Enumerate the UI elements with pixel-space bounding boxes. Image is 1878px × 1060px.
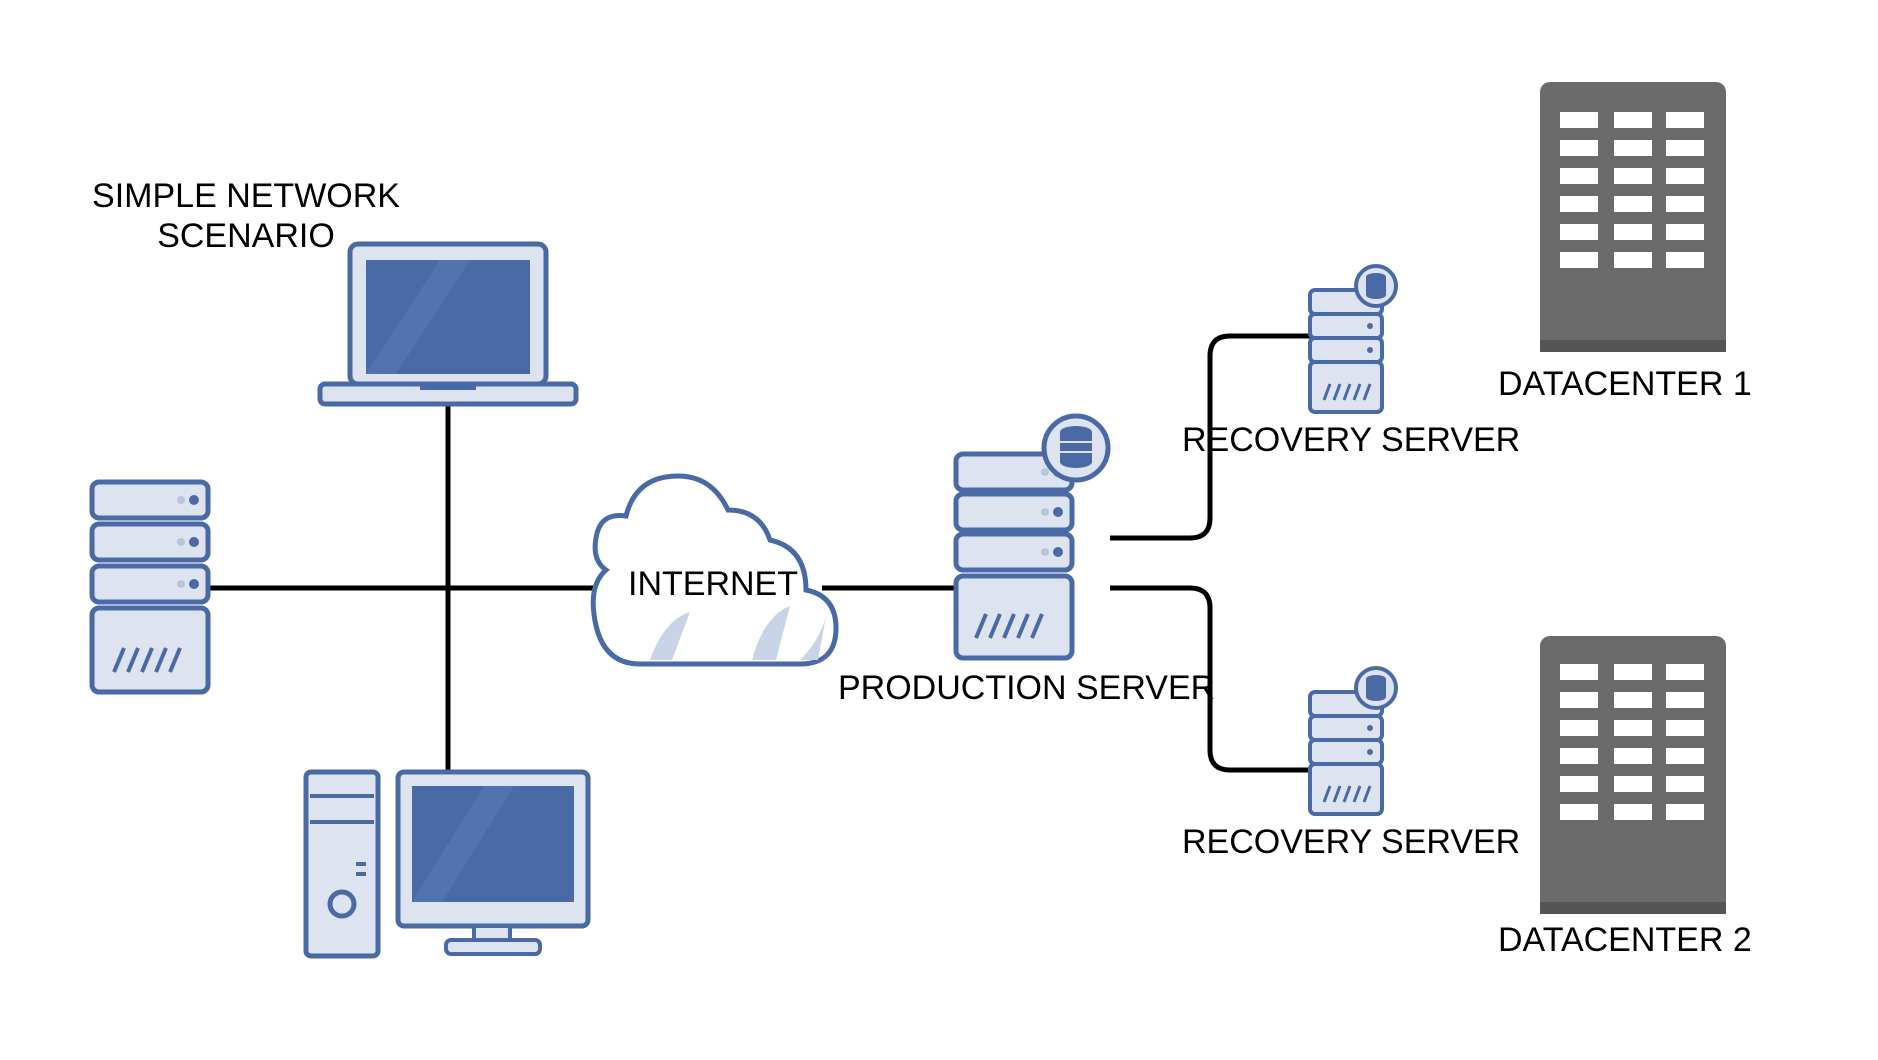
datacenter-window	[1560, 112, 1598, 128]
datacenter-window	[1666, 776, 1704, 792]
internet-label: INTERNET	[628, 565, 798, 603]
datacenter-window	[1560, 224, 1598, 240]
datacenter-1-label: DATACENTER 1	[1498, 365, 1752, 403]
recovery-server-2-label: RECOVERY SERVER	[1182, 823, 1521, 861]
datacenter-window	[1614, 196, 1652, 212]
datacenter-window	[1614, 112, 1652, 128]
server-rack-icon[interactable]	[89, 482, 211, 695]
datacenter-window	[1666, 748, 1704, 764]
datacenter-window	[1666, 196, 1704, 212]
datacenter-window	[1560, 252, 1598, 268]
datacenter-window	[1614, 252, 1652, 268]
link-production-recovery-1	[1110, 333, 1310, 541]
datacenter-window	[1666, 224, 1704, 240]
desktop-computer-icon[interactable]	[303, 769, 591, 959]
network-links	[210, 333, 1310, 773]
datacenter-building-icon[interactable]	[1540, 82, 1726, 352]
diagram-title: SIMPLE NETWORK SCENARIO	[84, 176, 408, 256]
diagram-title-line-2: SCENARIO	[157, 217, 335, 255]
datacenter-window	[1666, 692, 1704, 708]
datacenter-window	[1666, 804, 1704, 820]
datacenter-window	[1560, 804, 1598, 820]
datacenter-window	[1560, 748, 1598, 764]
datacenter-window	[1560, 168, 1598, 184]
datacenter-building-icon[interactable]	[1540, 636, 1726, 914]
datacenter-window	[1666, 140, 1704, 156]
cloud-icon[interactable]	[590, 473, 839, 667]
datacenter-window	[1614, 720, 1652, 736]
datacenter-window	[1560, 196, 1598, 212]
datacenter-window	[1614, 140, 1652, 156]
database-server-icon[interactable]	[953, 413, 1111, 661]
datacenter-window	[1614, 692, 1652, 708]
datacenter-window	[1666, 720, 1704, 736]
datacenter-window	[1614, 804, 1652, 820]
production-server-label: PRODUCTION SERVER	[838, 669, 1216, 707]
datacenter-window	[1614, 224, 1652, 240]
datacenter-window	[1560, 140, 1598, 156]
datacenter-window	[1614, 664, 1652, 680]
datacenter-window	[1666, 112, 1704, 128]
datacenter-window	[1666, 664, 1704, 680]
link-production-recovery-2	[1110, 585, 1310, 773]
laptop-icon[interactable]	[317, 241, 579, 407]
database-server-icon[interactable]	[1308, 264, 1398, 414]
datacenter-window	[1560, 664, 1598, 680]
datacenter-window	[1560, 692, 1598, 708]
datacenter-window	[1560, 776, 1598, 792]
datacenter-window	[1560, 720, 1598, 736]
datacenter-window	[1666, 168, 1704, 184]
datacenter-window	[1666, 252, 1704, 268]
database-server-icon[interactable]	[1308, 666, 1398, 816]
datacenter-window	[1614, 776, 1652, 792]
datacenter-window	[1614, 168, 1652, 184]
recovery-server-1-label: RECOVERY SERVER	[1182, 421, 1521, 459]
datacenter-2-label: DATACENTER 2	[1498, 921, 1752, 959]
diagram-title-line-1: SIMPLE NETWORK	[92, 177, 400, 215]
datacenter-window	[1614, 748, 1652, 764]
